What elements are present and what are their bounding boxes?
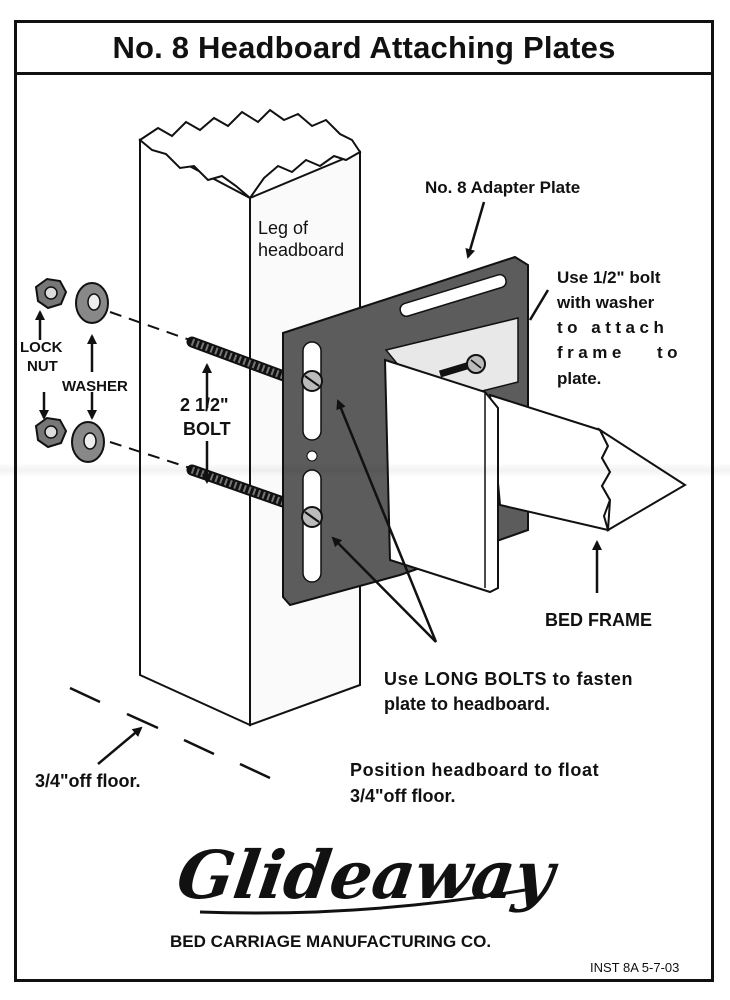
half-bolt-note-line1: Use 1/2" bolt <box>557 268 661 287</box>
company-name: BED CARRIAGE MANUFACTURING CO. <box>170 932 492 951</box>
position-note-line1: Position headboard to float <box>350 760 600 780</box>
long-bolts-note-line1: Use LONG BOLTS to fasten <box>384 669 634 689</box>
bed-frame <box>383 358 687 594</box>
half-bolt-note-line4: frame to <box>557 343 683 362</box>
half-bolt-note-line2: with washer <box>557 293 655 312</box>
half-bolt-note-line5: plate. <box>557 369 602 388</box>
nut-label: NUT <box>27 358 58 375</box>
title-bar: No. 8 Headboard Attaching Plates <box>17 23 711 75</box>
bed-frame-label: BED FRAME <box>545 610 652 630</box>
logo-swash <box>199 888 526 915</box>
washer-lower <box>71 421 105 463</box>
lock-label: LOCK <box>20 339 63 356</box>
paper-fold <box>0 463 730 477</box>
half-bolt-note-line3: to attach <box>557 318 669 337</box>
washer-label: WASHER <box>62 378 128 395</box>
adapter-plate-label: No. 8 Adapter Plate <box>425 178 581 197</box>
position-note-line2: 3/4"off floor. <box>350 786 456 806</box>
top-slot <box>399 273 507 318</box>
leg-label-line2: headboard <box>258 240 345 260</box>
washer-upper <box>75 282 109 324</box>
bolt-size-label: 2 1/2" <box>180 395 229 415</box>
lock-nut-lower <box>34 416 68 449</box>
pointer-arrows <box>35 201 602 765</box>
leg-broken-top <box>138 108 362 200</box>
inst-code: INST 8A 5-7-03 <box>590 960 680 975</box>
bolt-label: BOLT <box>183 419 231 439</box>
floor-label-left: 3/4"off floor. <box>35 771 141 791</box>
glideaway-logo: Glideaway <box>172 836 559 914</box>
center-hole <box>306 450 318 462</box>
lock-nut-upper <box>34 277 68 310</box>
leg-label-line1: Leg of <box>258 218 309 238</box>
long-bolts-note-line2: plate to headboard. <box>384 694 551 714</box>
assembly-lines <box>109 311 191 469</box>
floor-line <box>69 686 271 780</box>
page-title: No. 8 Headboard Attaching Plates <box>112 29 616 65</box>
